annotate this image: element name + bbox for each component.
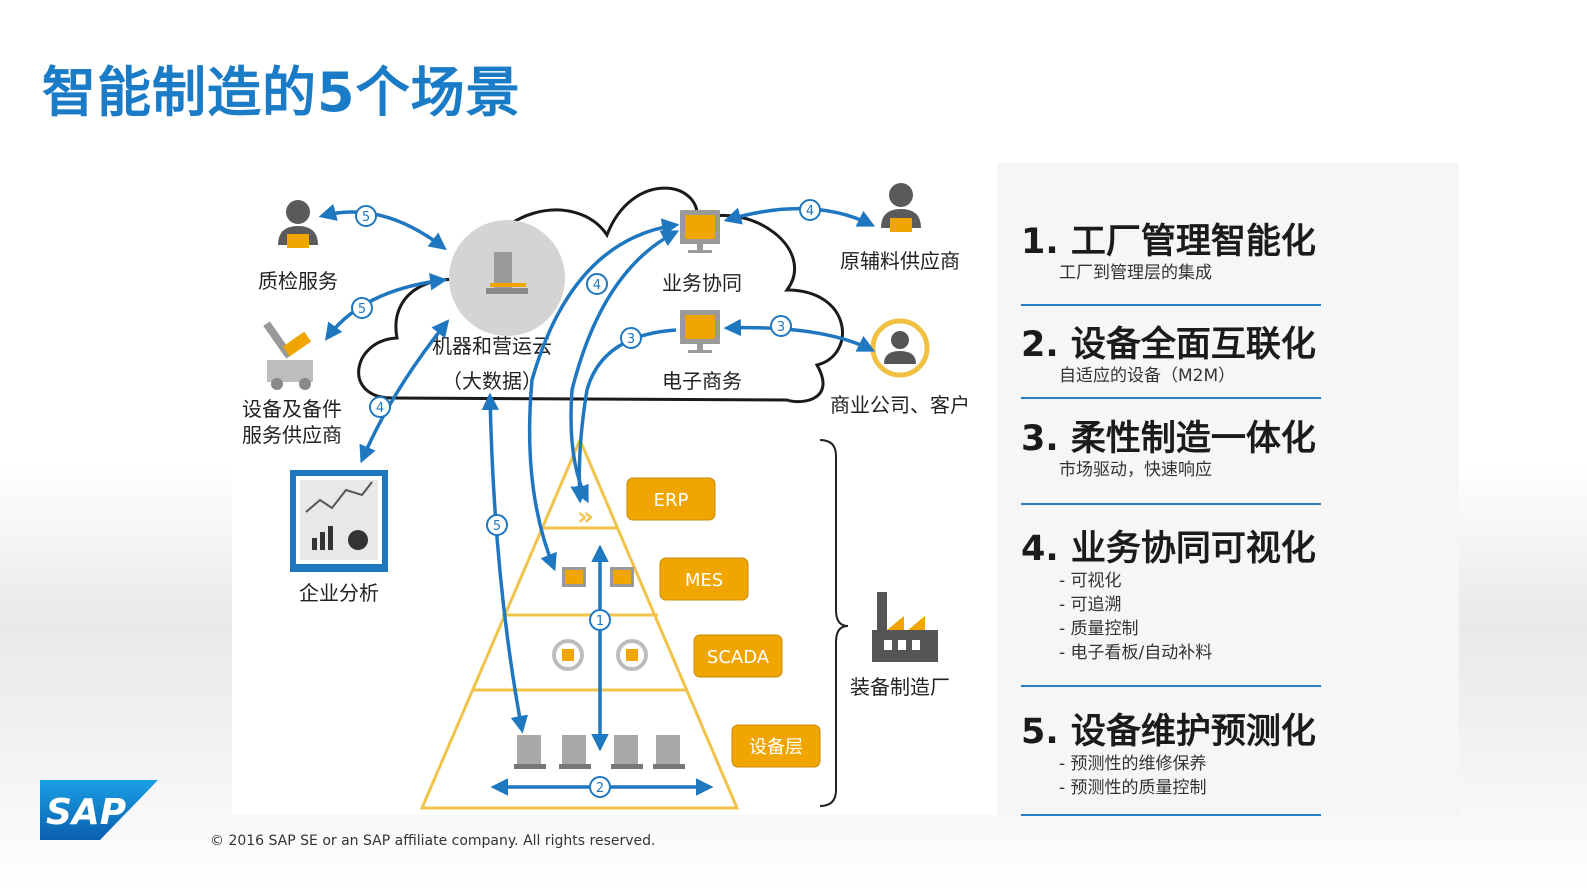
svg-text:2: 2 [596, 781, 604, 796]
svg-text:5: 5 [362, 210, 370, 225]
customer-avatar-icon [870, 318, 930, 378]
svg-text:3: 3 [627, 332, 635, 347]
svg-text:4: 4 [806, 204, 814, 219]
scenario-1-divider [1021, 304, 1321, 306]
scenario-5-divider [1021, 814, 1321, 816]
erp-chevron-icon: » [577, 502, 594, 532]
scenario-4-divider [1021, 685, 1321, 687]
business-collab-label: 业务协同 [662, 271, 742, 295]
business-customer-label: 商业公司、客户 [830, 393, 970, 417]
wrench-truck-icon [263, 321, 313, 390]
equipment-supplier-label-1: 设备及备件 [242, 397, 342, 421]
layer-erp: ERP [626, 477, 716, 521]
scenario-4-bullet-3: - 质量控制 [1059, 619, 1139, 639]
equipment-supplier-label-2: 服务供应商 [242, 423, 342, 447]
scenario-2: 2. 设备全面互联化 自适应的设备（M2M） [1021, 325, 1331, 399]
marker-4-a: 4 [369, 396, 391, 418]
svg-text:1: 1 [596, 614, 604, 629]
scenario-5-bullet-2: - 预测性的质量控制 [1059, 778, 1207, 798]
layer-erp-label: ERP [654, 490, 689, 511]
marker-5-c: 5 [486, 514, 508, 536]
scenario-4-title: 4. 业务协同可视化 [1021, 529, 1316, 569]
equipment-factory-label: 装备制造厂 [850, 675, 950, 699]
scenario-1-subtitle: 工厂到管理层的集成 [1059, 263, 1212, 283]
scenario-3-title: 3. 柔性制造一体化 [1021, 419, 1316, 459]
arrow-collab-erp [569, 230, 680, 504]
diagram-panel: 机器和营运云 （大数据） 业务协同 电子商务 质检服务 设备及备件 服务供应商 [232, 160, 997, 815]
scenario-3-divider [1021, 503, 1321, 505]
marker-4-c: 4 [586, 273, 608, 295]
scenario-3: 3. 柔性制造一体化 市场驱动，快速响应 [1021, 419, 1331, 505]
device-machine-icons [514, 735, 685, 769]
layer-scada-label: SCADA [707, 647, 770, 668]
ecommerce-monitor-icon [680, 310, 720, 353]
factory-brace [819, 439, 849, 807]
scenario-list: 1. 工厂管理智能化 工厂到管理层的集成 2. 设备全面互联化 自适应的设备（M… [997, 162, 1459, 817]
page-title: 智能制造的5个场景 [42, 61, 521, 124]
enterprise-analysis-label: 企业分析 [299, 581, 379, 605]
arrow-equipment-cloud [324, 273, 448, 341]
marker-4-b: 4 [799, 199, 821, 221]
big-data-icon [449, 220, 565, 336]
machine-cloud-label-1: 机器和营运云 [432, 334, 552, 358]
arrow-cloud-devices [481, 392, 529, 734]
quality-service-label: 质检服务 [258, 269, 338, 293]
scenario-4: 4. 业务协同可视化 - 可视化 - 可追溯 - 质量控制 - 电子看板/自动补… [1021, 529, 1331, 687]
cloud-shape [357, 186, 844, 404]
arrow-quality-cloud [318, 203, 447, 251]
svg-text:5: 5 [493, 519, 501, 534]
mes-monitor-icons [562, 567, 634, 587]
machine-cloud-label-2: （大数据） [442, 369, 542, 393]
svg-text:5: 5 [358, 302, 366, 317]
sap-logo-text: SAP [46, 792, 126, 833]
scenario-2-title: 2. 设备全面互联化 [1021, 325, 1316, 365]
ecommerce-label: 电子商务 [662, 369, 742, 393]
layer-mes-label: MES [685, 570, 723, 591]
layer-mes: MES [659, 557, 749, 601]
scenario-4-bullet-4: - 电子看板/自动补料 [1059, 643, 1213, 663]
scenario-5-bullet-1: - 预测性的维修保养 [1059, 754, 1207, 774]
sap-logo: SAP [40, 780, 158, 840]
scenario-2-divider [1021, 397, 1321, 399]
arrow-customer-ecommerce [723, 318, 876, 352]
layer-device: 设备层 [731, 724, 821, 768]
copyright-footer: © 2016 SAP SE or an SAP affiliate compan… [210, 833, 656, 849]
arrow-analysis-cloud [359, 319, 450, 464]
scenario-1-title: 1. 工厂管理智能化 [1021, 222, 1316, 262]
svg-text:4: 4 [593, 278, 601, 293]
supplier-person-icon [881, 183, 921, 232]
step-markers: 5 5 4 4 4 3 3 5 1 2 [351, 199, 821, 798]
factory-icon [872, 592, 938, 662]
scenario-4-bullet-2: - 可追溯 [1059, 595, 1122, 615]
scenario-5-title: 5. 设备维护预测化 [1021, 712, 1316, 752]
scenario-2-subtitle: 自适应的设备（M2M） [1059, 366, 1236, 386]
layer-scada: SCADA [693, 634, 783, 678]
scenario-5: 5. 设备维护预测化 - 预测性的维修保养 - 预测性的质量控制 [1021, 712, 1331, 816]
scenario-3-subtitle: 市场驱动，快速响应 [1059, 460, 1212, 480]
flow-arrows [318, 203, 876, 796]
marker-3-b: 3 [620, 327, 642, 349]
svg-text:3: 3 [777, 320, 785, 335]
svg-text:4: 4 [376, 401, 384, 416]
analytics-dashboard-icon [290, 470, 388, 572]
scada-cycle-icons [552, 639, 648, 671]
raw-material-supplier-label: 原辅料供应商 [840, 249, 960, 273]
business-collab-monitor-icon [680, 210, 720, 253]
marker-2: 2 [589, 776, 611, 798]
marker-5-a: 5 [355, 205, 377, 227]
marker-5-b: 5 [351, 297, 373, 319]
smart-manufacturing-diagram: 机器和营运云 （大数据） 业务协同 电子商务 质检服务 设备及备件 服务供应商 [242, 183, 970, 810]
marker-1: 1 [589, 609, 611, 631]
layer-device-label: 设备层 [749, 737, 803, 758]
scenario-4-bullet-1: - 可视化 [1059, 571, 1122, 591]
marker-3-a: 3 [770, 315, 792, 337]
scenario-1: 1. 工厂管理智能化 工厂到管理层的集成 [1021, 222, 1331, 306]
quality-person-icon [278, 200, 318, 248]
